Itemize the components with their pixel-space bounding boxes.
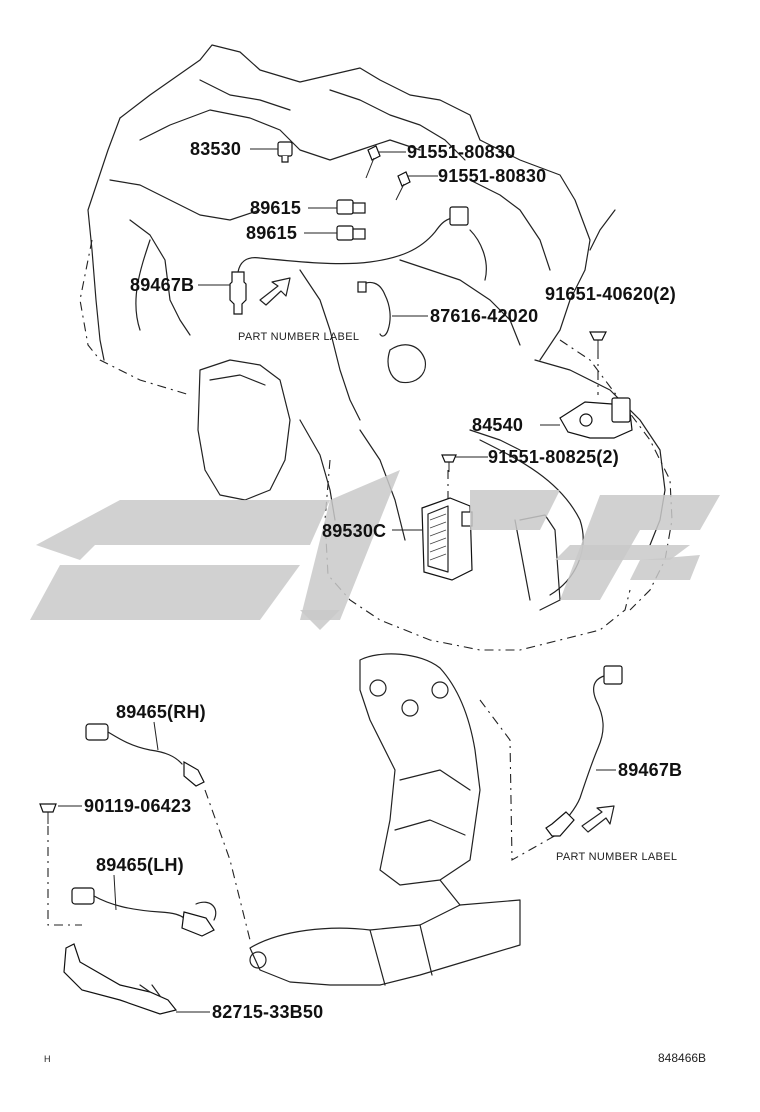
part-number-89615-b: 89615	[246, 223, 297, 243]
bolt-91551-c[interactable]	[441, 454, 457, 472]
exhaust-manifold-assembly	[249, 653, 521, 986]
diagram-code: 848466B	[658, 1051, 706, 1065]
sensor-89615-b[interactable]	[336, 225, 366, 241]
bolt-91551-a[interactable]	[365, 145, 381, 179]
part-label-arrow-top-icon	[259, 277, 291, 306]
part-number-91551-b: 91551-80830	[438, 166, 546, 186]
control-module-89530c[interactable]	[421, 497, 473, 581]
footer-mark: H	[44, 1054, 51, 1064]
part-number-90119: 90119-06423	[84, 796, 191, 816]
bolt-91551-b[interactable]	[395, 171, 411, 201]
part-number-label-note-top: PART NUMBER LABEL	[238, 331, 359, 343]
part-number-83530: 83530	[190, 139, 241, 159]
part-number-89467b-top: 89467B	[130, 275, 194, 295]
watermark-logo	[30, 470, 720, 630]
leader-dash-90119	[47, 826, 82, 926]
part-label-arrow-bottom-icon	[581, 805, 615, 833]
part-number-91651: 91651-40620(2)	[545, 284, 676, 304]
leader-lines	[58, 148, 616, 1013]
part-number-89465-lh: 89465(LH)	[96, 855, 184, 875]
oxygen-sensor-89465-lh[interactable]	[71, 887, 217, 937]
bolt-90119[interactable]	[39, 803, 57, 824]
bolt-91651[interactable]	[589, 331, 607, 352]
exhaust-leader-dash	[204, 699, 566, 941]
oxygen-sensor-89467b-bottom[interactable]	[545, 665, 623, 837]
part-number-label-note-bottom: PART NUMBER LABEL	[556, 851, 677, 863]
part-number-91551-c: 91551-80825(2)	[488, 447, 619, 467]
part-number-84540: 84540	[472, 415, 523, 435]
sensor-89615-a[interactable]	[336, 199, 366, 215]
part-number-87616: 87616-42020	[430, 306, 538, 326]
part-number-89530c: 89530C	[322, 521, 386, 541]
part-number-91551-a: 91551-80830	[407, 142, 515, 162]
part-number-82715: 82715-33B50	[212, 1002, 323, 1022]
part-number-89467b-bottom: 89467B	[618, 760, 682, 780]
neutral-start-switch-84540[interactable]	[559, 397, 633, 439]
part-number-89615-a: 89615	[250, 198, 301, 218]
oxygen-sensor-89465-rh[interactable]	[85, 723, 205, 787]
bracket-82715[interactable]	[63, 943, 178, 1015]
wire-harness-87616[interactable]	[357, 281, 391, 337]
part-number-89465-rh: 89465(RH)	[116, 702, 206, 722]
knock-sensor-83530[interactable]	[277, 141, 293, 163]
oxygen-sensor-89467b-top[interactable]	[229, 206, 469, 315]
